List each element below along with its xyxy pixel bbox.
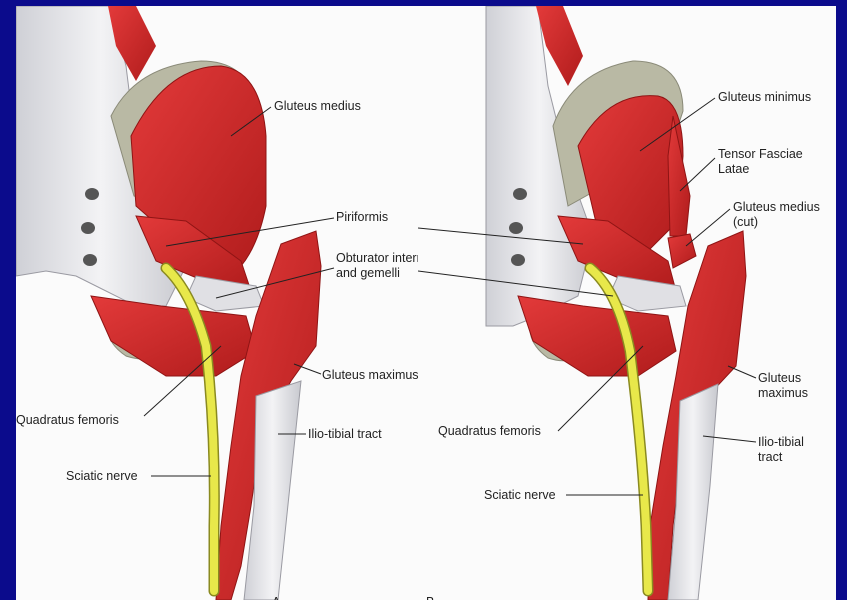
label-sciatic-nerve: Sciatic nerve <box>66 469 138 483</box>
label-obturator-line1: Obturator internus <box>336 251 431 265</box>
label-ilio-tibial-line2: tract <box>758 450 783 464</box>
panel-letter-b: B <box>426 595 434 600</box>
label-tensor-line1: Tensor Fasciae <box>718 147 803 161</box>
label-tensor-line2: Latae <box>718 162 749 176</box>
label-obturator-line2: and gemelli <box>336 266 400 280</box>
label-gluteus-maximus-line2: maximus <box>758 386 808 400</box>
label-gluteus-medius-line2: (cut) <box>733 215 758 229</box>
foramen <box>513 188 527 200</box>
illustration-panel-a: Gluteus medius Piriformis Obturator inte… <box>16 6 431 600</box>
label-gluteus-minimus: Gluteus minimus <box>718 90 811 104</box>
label-ilio-tibial-line1: Ilio-tibial <box>758 435 804 449</box>
foramen <box>511 254 525 266</box>
label-gluteus-maximus-line1: Gluteus <box>758 371 801 385</box>
label-piriformis: Piriformis <box>336 210 388 224</box>
illustration-panel-b: Gluteus minimus Tensor Fasciae Latae Glu… <box>418 6 836 600</box>
label-ilio-tibial-tract: Ilio-tibial tract <box>308 427 382 441</box>
label-gluteus-medius-line1: Gluteus medius <box>733 200 820 214</box>
label-quadratus-femoris: Quadratus femoris <box>438 424 541 438</box>
posterior-hip-illustration-b: Gluteus minimus Tensor Fasciae Latae Glu… <box>418 6 836 600</box>
gluteus-medius-cut <box>668 234 696 268</box>
label-gluteus-medius: Gluteus medius <box>274 99 361 113</box>
panel-letter-a: A <box>272 595 281 600</box>
foramen <box>85 188 99 200</box>
label-sciatic-nerve: Sciatic nerve <box>484 488 556 502</box>
label-quadratus-femoris: Quadratus femoris <box>16 413 119 427</box>
foramen <box>81 222 95 234</box>
foramen <box>509 222 523 234</box>
label-gluteus-maximus: Gluteus maximus <box>322 368 419 382</box>
posterior-hip-illustration-a: Gluteus medius Piriformis Obturator inte… <box>16 6 431 600</box>
foramen <box>83 254 97 266</box>
